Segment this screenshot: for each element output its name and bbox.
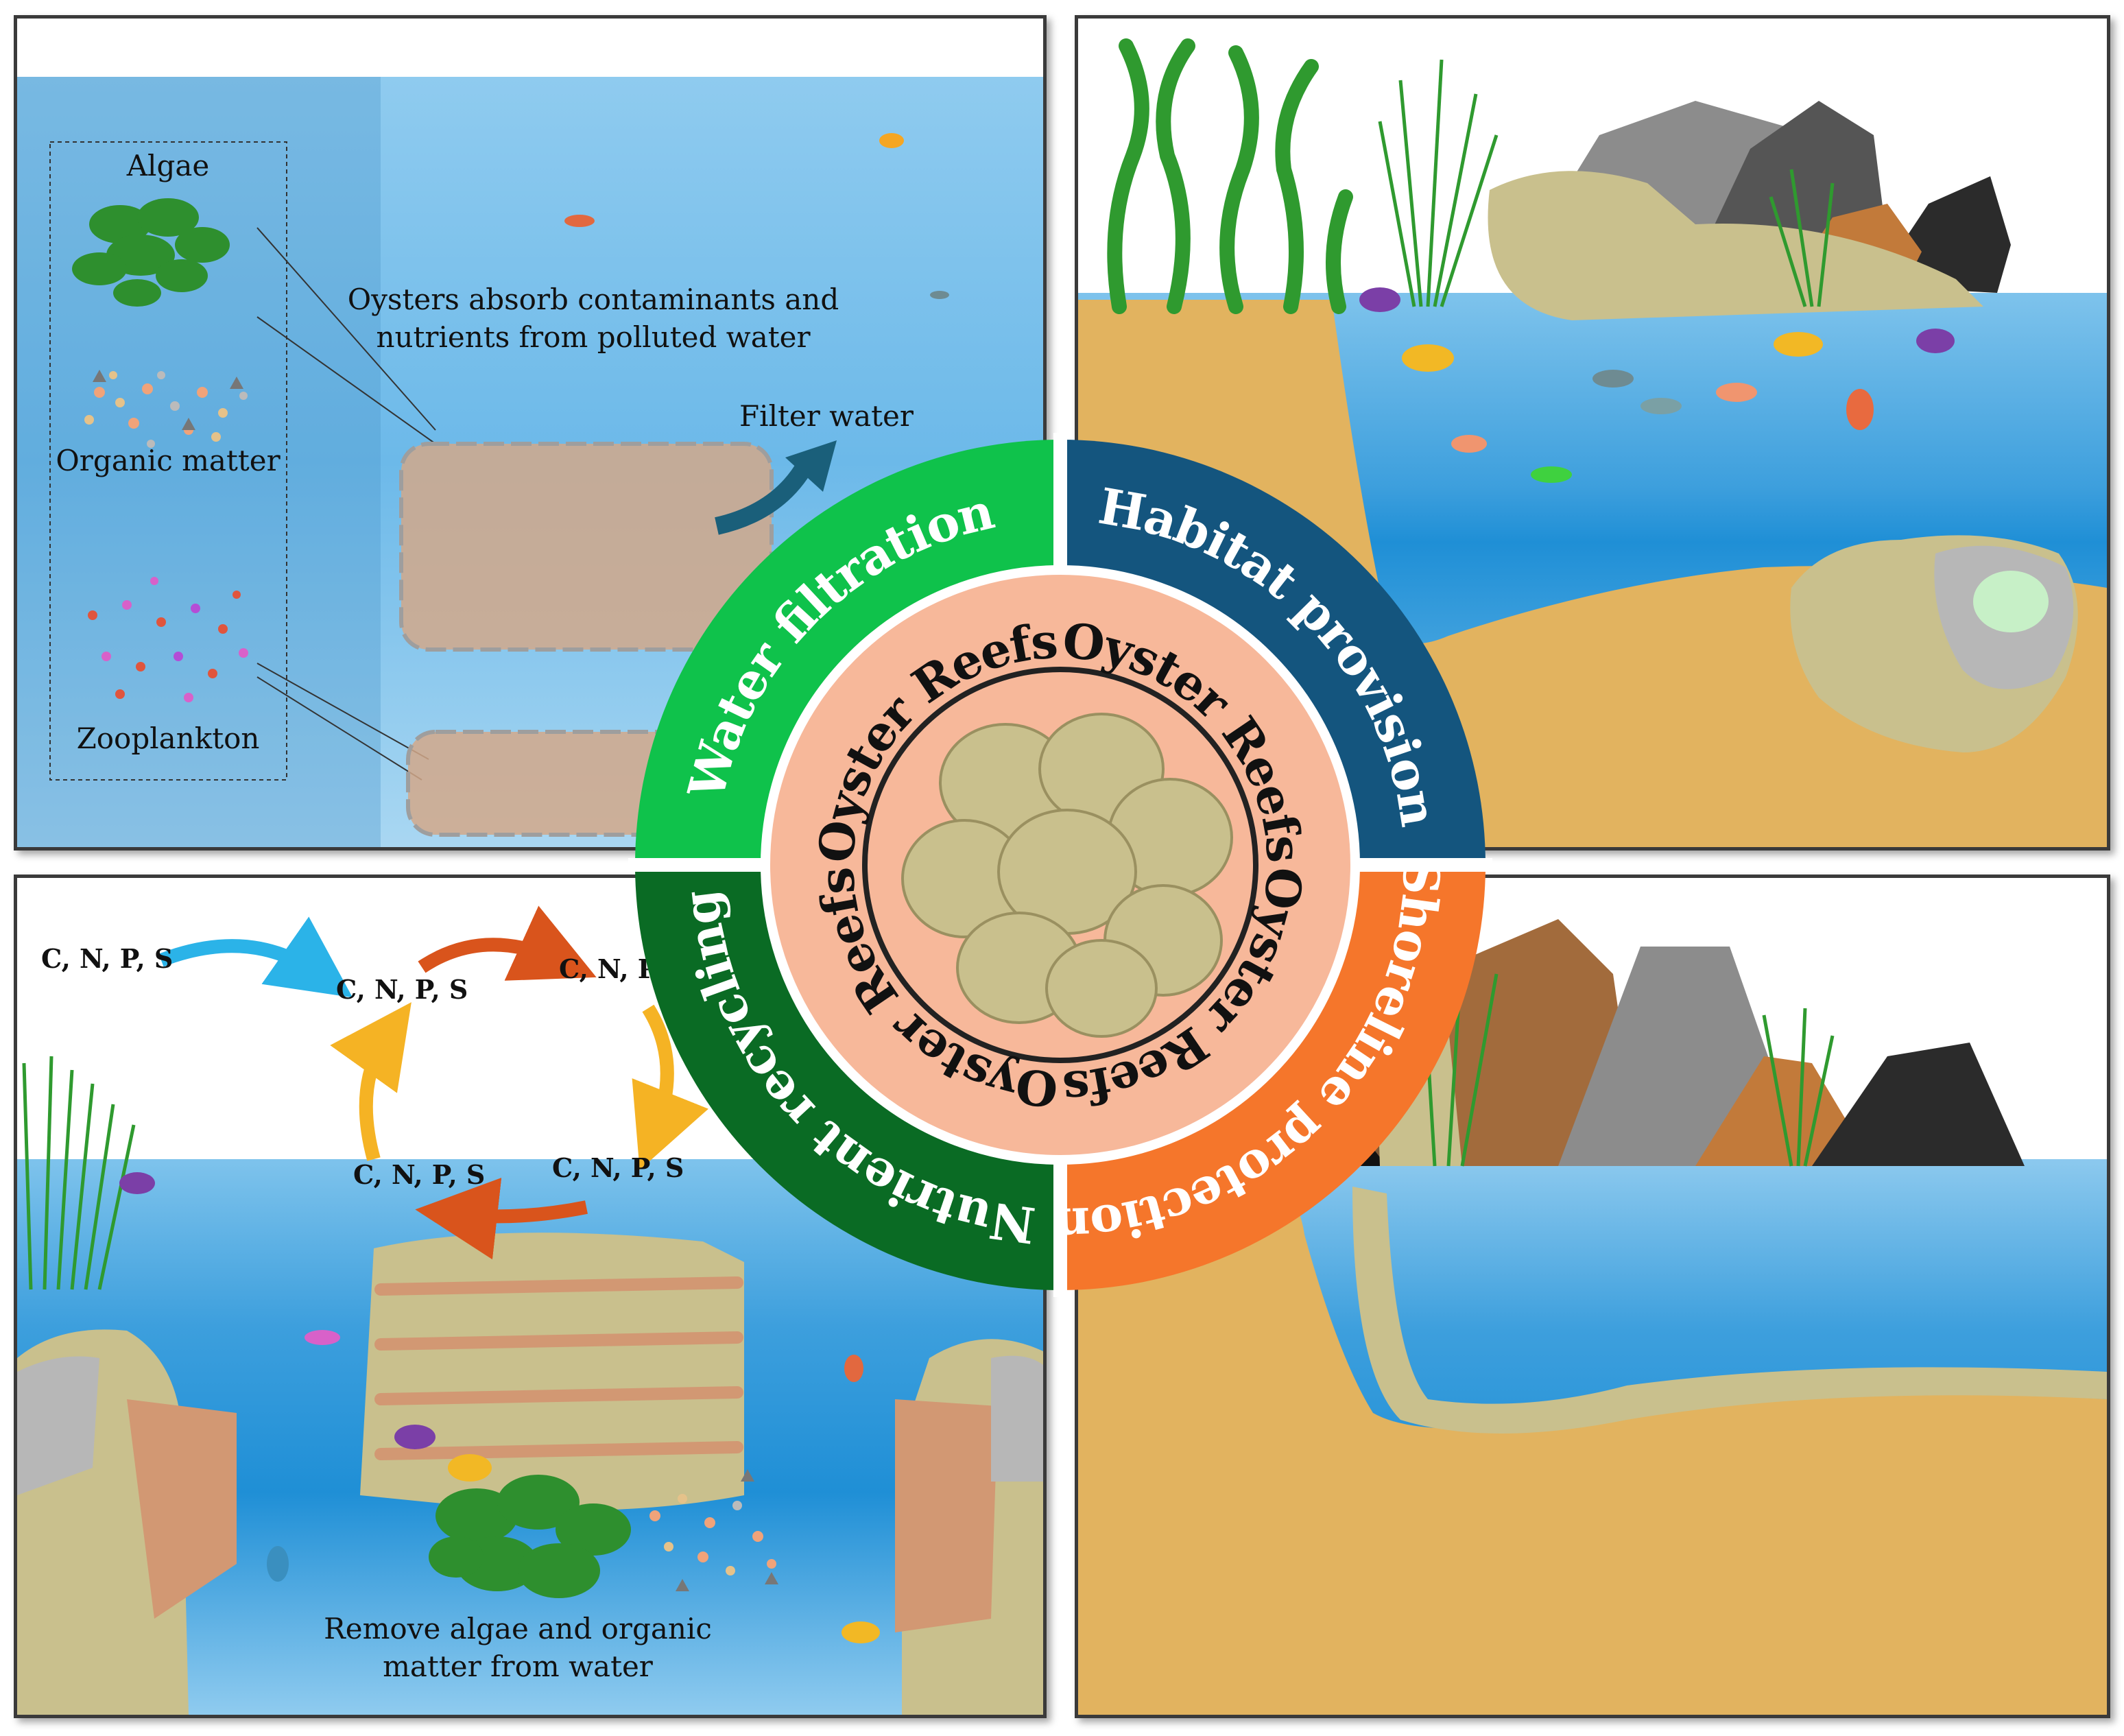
fish <box>842 1621 880 1643</box>
rock <box>1812 1043 2025 1166</box>
zooplankton-cluster <box>88 577 248 702</box>
fish <box>267 1546 289 1582</box>
shell <box>1916 329 1955 353</box>
shell <box>394 1425 435 1449</box>
filtration-scene <box>17 19 1043 847</box>
oyster-reef <box>360 1233 744 1511</box>
fish <box>1402 344 1454 372</box>
label-cycle-bottom-right: C, N, P, S <box>552 1152 684 1183</box>
fish <box>1640 398 1682 414</box>
fish-skeleton <box>1531 466 1572 483</box>
oyster-reef <box>127 1399 237 1619</box>
kelp <box>1107 38 1353 314</box>
sea-anemone <box>1973 571 2049 632</box>
seagrass <box>1378 59 1835 307</box>
leader-lines <box>256 227 436 781</box>
fish <box>844 1355 863 1382</box>
label-remove-line2: matter from water <box>383 1650 653 1683</box>
fish <box>1846 389 1874 430</box>
oyster-cluster <box>901 713 1233 1038</box>
oyster-reef <box>17 1356 99 1495</box>
label-algae: Algae <box>126 149 210 182</box>
oyster-reef <box>991 1355 1043 1482</box>
label-absorb-line2: nutrients from polluted water <box>376 320 811 354</box>
oyster-rows <box>374 1276 743 1460</box>
fish <box>930 291 949 299</box>
seahorse <box>1451 435 1487 453</box>
center-wheel: Water filtration Habitat provision Shore… <box>628 433 1492 1297</box>
oyster-seawall <box>1352 1187 2107 1434</box>
fish <box>448 1454 492 1482</box>
organic-matter-dots <box>649 1469 778 1591</box>
recycling-scene <box>17 878 1043 1715</box>
shell <box>1359 287 1400 312</box>
arrow-right <box>632 1004 708 1170</box>
label-filter-water: Filter water <box>739 399 914 433</box>
seahorse <box>1716 383 1757 402</box>
label-zooplankton: Zooplankton <box>76 722 260 755</box>
oyster-reef <box>1488 171 1983 320</box>
arrow-source <box>158 916 353 998</box>
legend-box <box>49 141 287 781</box>
fish <box>1774 332 1823 357</box>
sand-seabed <box>1078 1166 2107 1715</box>
shell <box>119 1172 155 1194</box>
fish <box>305 1330 340 1345</box>
label-cycle-top-left: C, N, P, S <box>336 974 468 1005</box>
fish <box>1592 370 1634 388</box>
label-organic-matter: Organic matter <box>56 444 281 477</box>
panel-water-filtration: Algae Organic matter Zooplankton Oysters… <box>14 15 1047 851</box>
organic-matter-dots <box>84 370 248 448</box>
algae-blob <box>429 1475 631 1598</box>
label-cycle-bottom-left: C, N, P, S <box>353 1159 486 1190</box>
panel-shoreline-protection <box>1075 875 2110 1718</box>
arrow-bottom <box>415 1177 588 1260</box>
oyster-reef <box>895 1399 998 1632</box>
center-ring-border <box>862 667 1258 1063</box>
arrow-top <box>418 905 597 981</box>
fish <box>879 133 904 148</box>
rock <box>1558 947 1778 1166</box>
fish <box>564 215 595 227</box>
arrow-left <box>330 1002 411 1161</box>
algae-blob <box>72 198 230 307</box>
seagrass <box>22 1056 136 1290</box>
label-absorb-line1: Oysters absorb contaminants and <box>347 283 839 316</box>
filter-arrow <box>715 460 814 535</box>
oyster-stack <box>399 442 774 837</box>
label-remove-line1: Remove algae and organic <box>324 1612 712 1645</box>
label-cycle-source: C, N, P, S <box>41 943 174 974</box>
rock <box>1695 1056 1874 1166</box>
panel-nutrient-recycling: C, N, P, S C, N, P, S C, N, P, C, N, P, … <box>14 875 1047 1718</box>
